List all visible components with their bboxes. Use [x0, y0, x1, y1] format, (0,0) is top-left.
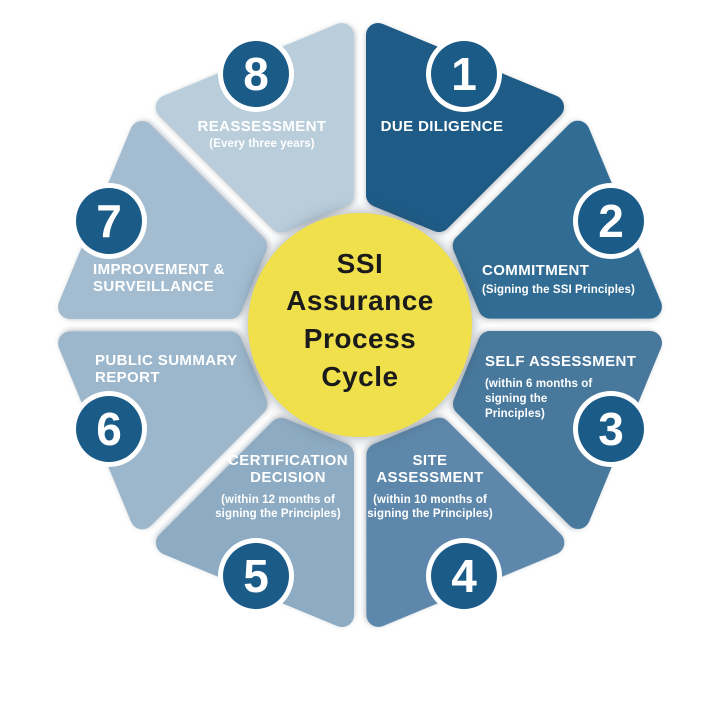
segment-shape [58, 331, 268, 530]
segment-label: DUE DILIGENCE [381, 118, 504, 135]
segment-shape [156, 418, 354, 627]
segment-site-assessment: 4 SITE ASSESSMENT (within 10 months of s… [366, 417, 565, 627]
step-number: 2 [598, 195, 624, 247]
segment-note: signing the Principles) [367, 508, 493, 520]
segment-self-assessment: 3 SELF ASSESSMENT (within 6 months of si… [453, 331, 662, 529]
segment-label: ASSESSMENT [376, 469, 483, 486]
segment-note: signing the Principles) [215, 508, 341, 520]
step-number: 1 [451, 48, 477, 100]
diagram-title-line: Cycle [321, 361, 398, 392]
segment-shape [58, 121, 267, 319]
segment-label: REASSESSMENT [198, 118, 327, 135]
step-number: 7 [96, 195, 122, 247]
step-number: 4 [451, 550, 477, 602]
step-badge [76, 396, 142, 462]
segment-note: Principles) [485, 408, 545, 420]
segment-label: DECISION [250, 469, 326, 486]
segment-note: (Signing the SSI Principles) [482, 284, 635, 296]
diagram-title-line: Assurance [286, 285, 434, 316]
segment-label: SITE [413, 452, 448, 469]
step-badge [431, 41, 497, 107]
segment-label: CERTIFICATION [228, 452, 348, 469]
step-badge [223, 41, 289, 107]
segment-shape [366, 417, 565, 627]
segment-note: signing the [485, 393, 547, 405]
segment-improvement-surveillance: 7 IMPROVEMENT & SURVEILLANCE [58, 121, 267, 319]
segment-note: (within 12 months of [221, 494, 335, 506]
segment-commitment: 2 COMMITMENT (Signing the SSI Principles… [452, 120, 662, 319]
step-number: 8 [243, 48, 269, 100]
segment-shape [452, 120, 662, 319]
step-number: 5 [243, 550, 269, 602]
segment-label: SURVEILLANCE [93, 278, 214, 295]
segment-label: REPORT [95, 369, 160, 386]
segment-label: PUBLIC SUMMARY [95, 352, 238, 369]
center-hub: SSI Assurance Process Cycle [248, 213, 472, 437]
segment-reassessment: 8 REASSESSMENT (Every three years) [155, 23, 354, 233]
diagram-title-line: Process [304, 323, 416, 354]
segment-shape [453, 331, 662, 529]
segment-certification-decision: 5 CERTIFICATION DECISION (within 12 mont… [156, 418, 354, 627]
center-circle [248, 213, 472, 437]
step-number: 6 [96, 403, 122, 455]
segment-note: (within 6 months of [485, 378, 592, 390]
step-badge [223, 543, 289, 609]
segment-shape [155, 23, 354, 233]
step-badge [578, 188, 644, 254]
segment-note: (within 10 months of [373, 494, 487, 506]
segment-label: SELF ASSESSMENT [485, 353, 636, 370]
segment-label: IMPROVEMENT & [93, 261, 225, 278]
step-badge [431, 543, 497, 609]
segment-label: COMMITMENT [482, 262, 589, 279]
segment-shape [366, 23, 564, 232]
diagram-title-line: SSI [337, 248, 384, 279]
segment-public-summary-report: 6 PUBLIC SUMMARY REPORT [58, 331, 268, 530]
step-badge [76, 188, 142, 254]
step-badge [578, 396, 644, 462]
segment-note: (Every three years) [209, 138, 315, 150]
step-number: 3 [598, 403, 624, 455]
segment-due-diligence: 1 DUE DILIGENCE [366, 23, 564, 232]
